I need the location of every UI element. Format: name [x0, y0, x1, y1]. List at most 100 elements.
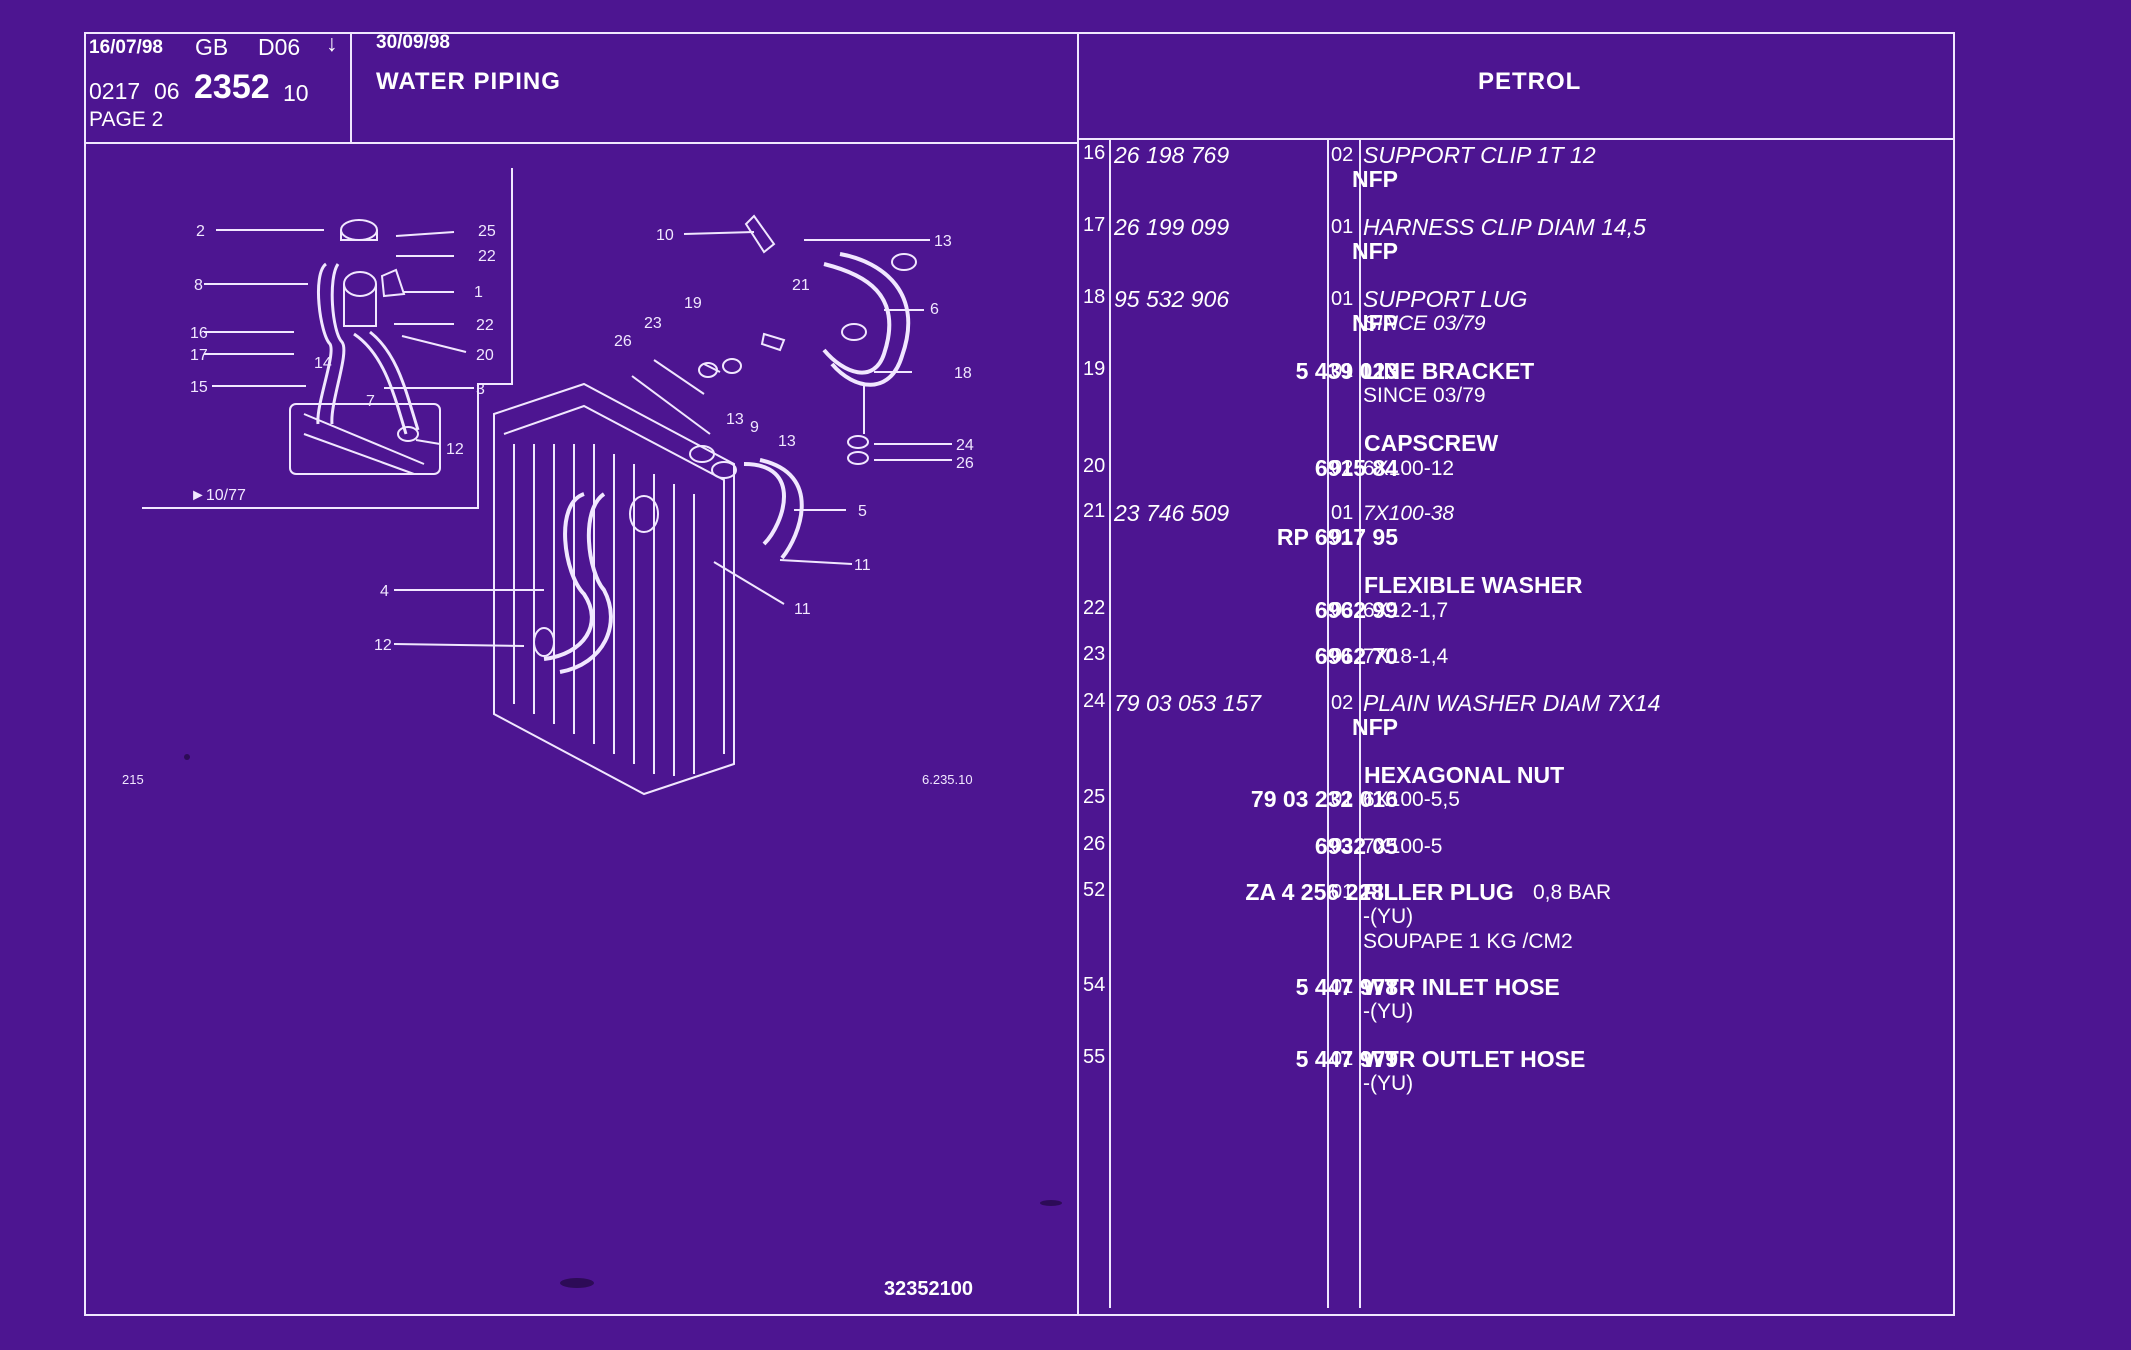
part-description: 7X100-5: [1363, 835, 1443, 858]
part-description: SUPPORT CLIP 1T 12: [1363, 142, 1596, 168]
callout: 11: [794, 601, 811, 618]
header-date-right: 30/09/98: [376, 32, 450, 53]
callout: 7: [366, 393, 375, 410]
header-ref-c: 10: [283, 80, 309, 106]
header-ref-a: 0217: [89, 78, 141, 104]
table-row: 52 ZA 4 256 228L 01 FILLER PLUG 0,8 BAR …: [1078, 879, 1958, 953]
item-index: 25: [1083, 786, 1106, 808]
header-lang: GB: [195, 34, 229, 60]
table-row: 17 26 199 099 NFP 01 HARNESS CLIP DIAM 1…: [1078, 214, 1958, 264]
quantity: 03: [1331, 599, 1354, 621]
item-index: 20: [1083, 455, 1106, 477]
part-number: 23 746 509: [1114, 500, 1230, 526]
header-page: PAGE 2: [89, 108, 164, 131]
engine-label: PETROL: [1478, 68, 1582, 95]
nfp-flag: NFP: [1352, 238, 1398, 264]
col-pn-sep: [1327, 138, 1329, 1308]
page-title: WATER PIPING: [376, 68, 561, 95]
quantity: 01: [1331, 216, 1354, 238]
quantity: 01: [1331, 360, 1354, 382]
part-note: SINCE 03/79: [1363, 384, 1486, 407]
table-row: 20 6915 84 02 6X100-12: [1078, 455, 1958, 495]
group-heading: HEXAGONAL NUT: [1364, 762, 1565, 788]
part-number: 6962 70: [1314, 643, 1398, 669]
part-number: 5 447 979: [1295, 1046, 1398, 1072]
table-row: 54 5 447 978 01 WTR INLET HOSE -(YU): [1078, 974, 1958, 1023]
alt-part-number: RP 6917 95: [1276, 524, 1398, 550]
callout: 22: [478, 248, 496, 265]
quantity: 02: [1331, 144, 1354, 166]
callout: 24: [956, 437, 974, 454]
item-index: 55: [1083, 1046, 1106, 1068]
item-index: 16: [1083, 142, 1106, 164]
callout: 20: [476, 347, 494, 364]
quantity: 01: [1331, 645, 1354, 667]
alt-quantity: 01: [1331, 526, 1354, 548]
callout: 16: [190, 325, 208, 342]
part-number: 5 447 978: [1295, 974, 1398, 1000]
part-number: 5 439 023: [1295, 358, 1398, 384]
header-divider-left: [84, 142, 1078, 144]
item-index: 21: [1083, 500, 1106, 522]
part-number: 95 532 906: [1114, 286, 1230, 312]
table-row: 55 5 447 979 01 WTR OUTLET HOSE -(YU): [1078, 1046, 1958, 1095]
callout: 26: [614, 333, 632, 350]
part-number: 79 03 232 016: [1250, 786, 1398, 812]
callout: 3: [476, 381, 485, 398]
table-row: 16 26 198 769 NFP 02 SUPPORT CLIP 1T 12: [1078, 142, 1958, 192]
callout: 26: [956, 455, 974, 472]
part-number: 26 198 769: [1114, 142, 1230, 168]
item-index: 18: [1083, 286, 1106, 308]
quantity: 02: [1331, 457, 1354, 479]
callout: 6: [930, 301, 939, 318]
item-index: 54: [1083, 974, 1106, 996]
table-row: 24 79 03 053 157 NFP 02 PLAIN WASHER DIA…: [1078, 690, 1958, 740]
item-index: 23: [1083, 643, 1106, 665]
callout: 23: [644, 315, 662, 332]
quantity: 01: [1331, 288, 1354, 310]
item-index: 24: [1083, 690, 1106, 712]
quantity: 01: [1331, 1048, 1354, 1070]
callout: 14: [314, 355, 332, 372]
callout: 18: [954, 365, 972, 382]
header-date-left: 16/07/98: [89, 37, 163, 58]
part-note: -(YU): [1363, 1000, 1414, 1023]
part-description: 7X100-38: [1363, 502, 1455, 525]
quantity: 02: [1331, 692, 1354, 714]
table-row: 22 6962 99 03 6X12-1,7: [1078, 597, 1958, 637]
table-row: 25 79 03 232 016 01 6X100-5,5: [1078, 786, 1958, 826]
diagram-code-right: 6.235.10: [922, 772, 973, 787]
callout: 22: [476, 317, 494, 334]
part-note-2: SOUPAPE 1 KG /CM2: [1363, 930, 1573, 953]
quantity: 01: [1331, 976, 1354, 998]
part-note: -(YU): [1363, 905, 1414, 928]
callout: 15: [190, 379, 208, 396]
quantity: 01: [1331, 881, 1354, 903]
part-description: WTR INLET HOSE: [1363, 974, 1560, 1000]
callout: 5: [858, 503, 867, 520]
callout: 25: [478, 223, 496, 240]
callout: 9: [750, 419, 759, 436]
table-row: 19 5 439 023 01 LINE BRACKET SINCE 03/79: [1078, 358, 1958, 407]
header-divider: [1078, 138, 1955, 140]
part-number: 6932 05: [1314, 833, 1398, 859]
part-description: 6X100-5,5: [1363, 788, 1460, 811]
column-divider: [1077, 32, 1079, 1316]
callout: 13: [726, 411, 744, 428]
callout: 13: [934, 233, 952, 250]
part-description: LINE BRACKET: [1363, 358, 1535, 384]
part-number: 79 03 053 157: [1114, 690, 1262, 716]
header-ref-main: 2352: [194, 68, 270, 106]
table-row: 21 23 746 509 RP 6917 95 01 01 7X100-38: [1078, 500, 1958, 550]
callout: 2: [196, 223, 205, 240]
callout: 11: [854, 557, 871, 574]
part-description-tail: 0,8 BAR: [1533, 881, 1612, 904]
item-index: 26: [1083, 833, 1106, 855]
col-qty-sep: [1359, 138, 1361, 1308]
part-number: 26 199 099: [1114, 214, 1230, 240]
item-index: 17: [1083, 214, 1106, 236]
table-row: 18 95 532 906 NFP 01 SUPPORT LUG SINCE 0…: [1078, 286, 1958, 336]
header-sep: [350, 32, 352, 142]
part-number: 6962 99: [1314, 597, 1398, 623]
dust-speck: [184, 754, 190, 760]
